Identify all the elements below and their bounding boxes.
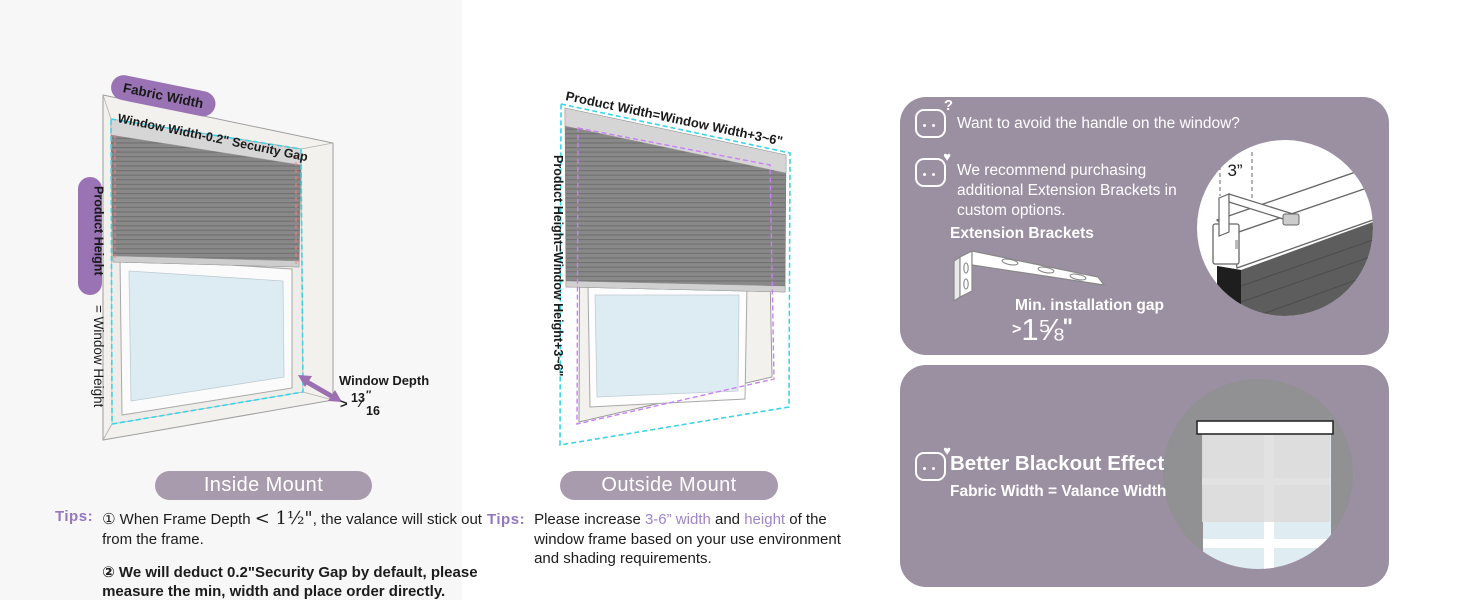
bracket-installation-illustration: 3” [1197,140,1373,316]
outside-mount-tips: Tips: Please increase 3-6” width and hei… [487,510,847,569]
window-height-label: = Window Height [91,305,106,408]
inside-mount-button[interactable]: Inside Mount [155,471,372,500]
handle-question-text: Want to avoid the handle on the window? [957,115,1240,132]
blackout-title: Better Blackout Effect [950,452,1165,475]
highlight-width: 3-6” width [644,511,711,528]
extension-brackets-title: Extension Brackets [950,225,1094,242]
blind-bottom-rail [112,255,300,268]
mascot-question-icon: ? [915,98,953,138]
product-height-label: Product Height [92,186,106,276]
mascot-heart-icon: ♥ [915,150,951,187]
window-glass [594,294,740,398]
inside-tip-2: ② We will deduct 0.2"Security Gap by def… [102,563,478,601]
depth-fraction-numerator: 13 [351,391,365,405]
extension-bracket-icon [953,250,1106,303]
bracket-offset-label: 3” [1227,161,1242,180]
outside-tip-1: Please increase 3-6” width and height of… [534,511,841,567]
tips-label: Tips: [487,511,526,528]
blackout-illustration [1163,379,1353,569]
blackout-subtitle: Fabric Width = Valance Width [950,483,1167,500]
product-size-dash-outline [559,103,791,446]
inside-mount-diagram: Fabric Width Window Width-0.2" Security … [78,75,429,441]
window-frame-dash-outline [576,127,775,425]
inside-tip-1: ① When Frame Depth < 1½", the valance wi… [102,508,482,549]
window-size-dash-outline [110,118,304,425]
min-gap-value: >1⅝" [1012,312,1073,347]
product-height-pill: Product Height [78,177,106,295]
better-blackout-box: ♥ Better Blackout Effect Fabric Width = … [900,365,1389,587]
depth-arrow [305,379,335,400]
blind-fabric-dark [1217,222,1373,316]
min-gap-label: Min. installation gap [1015,297,1164,314]
outside-mount-diagram: Product Width=Window Width+3~6" Product … [551,88,791,446]
product-height-label: Product Height=Window Height+3~6" [551,155,565,377]
svg-text:>: > [340,396,348,411]
outside-mount-button[interactable]: Outside Mount [560,471,778,500]
blind-bottom-rail [565,280,786,293]
window-glass [128,270,285,402]
depth-fraction-denominator: 16 [366,404,380,418]
extension-brackets-box: 3” ? Want to avoid the han [900,97,1389,355]
recommend-text: We recommend purchasing additional Exten… [957,162,1177,219]
highlight-height: height [744,511,786,528]
mascot-heart-icon: ♥ [915,444,951,481]
valance-window-art [1196,420,1334,569]
svg-text:″: ″ [366,389,372,401]
svg-text:⁄: ⁄ [357,395,365,410]
inside-mount-tips: Tips: ① When Frame Depth < 1½", the vala… [55,507,491,602]
extension-bracket [1218,193,1230,237]
valance-bar [1196,420,1334,435]
headrail-bracket-art: 3” [1212,152,1373,316]
window-depth-label: Window Depth [339,373,429,388]
tips-label: Tips: [55,508,94,525]
